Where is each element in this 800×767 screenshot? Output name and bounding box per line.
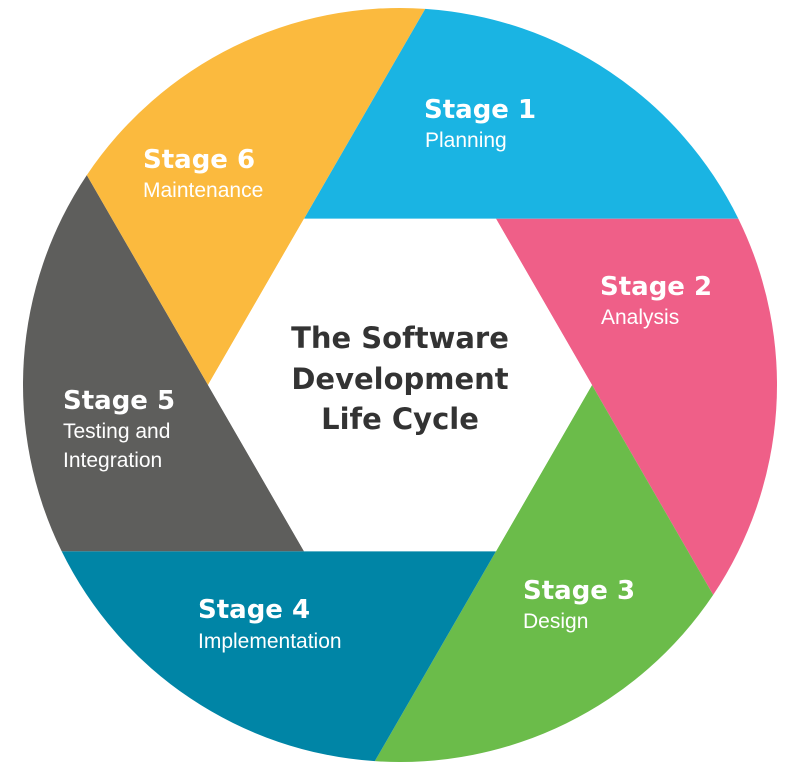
stage-4-segment	[61, 551, 497, 762]
stage-3-title: Stage 3	[523, 576, 635, 606]
stage-6-description: Maintenance	[143, 179, 263, 202]
stage-5-title: Stage 5	[63, 386, 175, 416]
stage-2-label: Stage 2 Analysis	[600, 272, 712, 329]
center-hexagon	[208, 218, 592, 552]
stage-5-segment	[22, 175, 304, 552]
stage-1-description: Planning	[425, 129, 507, 152]
stage-2-title: Stage 2	[600, 272, 712, 302]
stage-5-description-line-2: Integration	[63, 449, 162, 472]
stage-3-segment	[374, 385, 714, 763]
stage-3-description: Design	[523, 610, 588, 633]
stage-2-description: Analysis	[601, 306, 679, 329]
stage-6-title: Stage 6	[143, 145, 255, 175]
stage-4-label: Stage 4 Implementation	[198, 595, 342, 653]
stage-3-label: Stage 3 Design	[523, 576, 635, 633]
center-title-line-3: Life Cycle	[321, 402, 479, 436]
stage-4-description: Implementation	[198, 630, 342, 653]
stage-1-label: Stage 1 Planning	[424, 95, 536, 152]
stage-1-segment	[304, 8, 739, 219]
center-title-line-2: Development	[291, 362, 508, 396]
center-title: The Software Development Life Cycle	[291, 321, 509, 436]
stage-4-title: Stage 4	[198, 595, 310, 625]
stage-6-segment	[86, 7, 426, 385]
stage-1-title: Stage 1	[424, 95, 536, 125]
stage-6-label: Stage 6 Maintenance	[143, 145, 263, 202]
stage-5-label: Stage 5 Testing and Integration	[63, 386, 175, 472]
stage-2-segment	[496, 218, 778, 595]
stage-segments	[22, 7, 778, 763]
center-title-line-1: The Software	[291, 321, 509, 355]
stage-5-description-line-1: Testing and	[63, 420, 170, 443]
